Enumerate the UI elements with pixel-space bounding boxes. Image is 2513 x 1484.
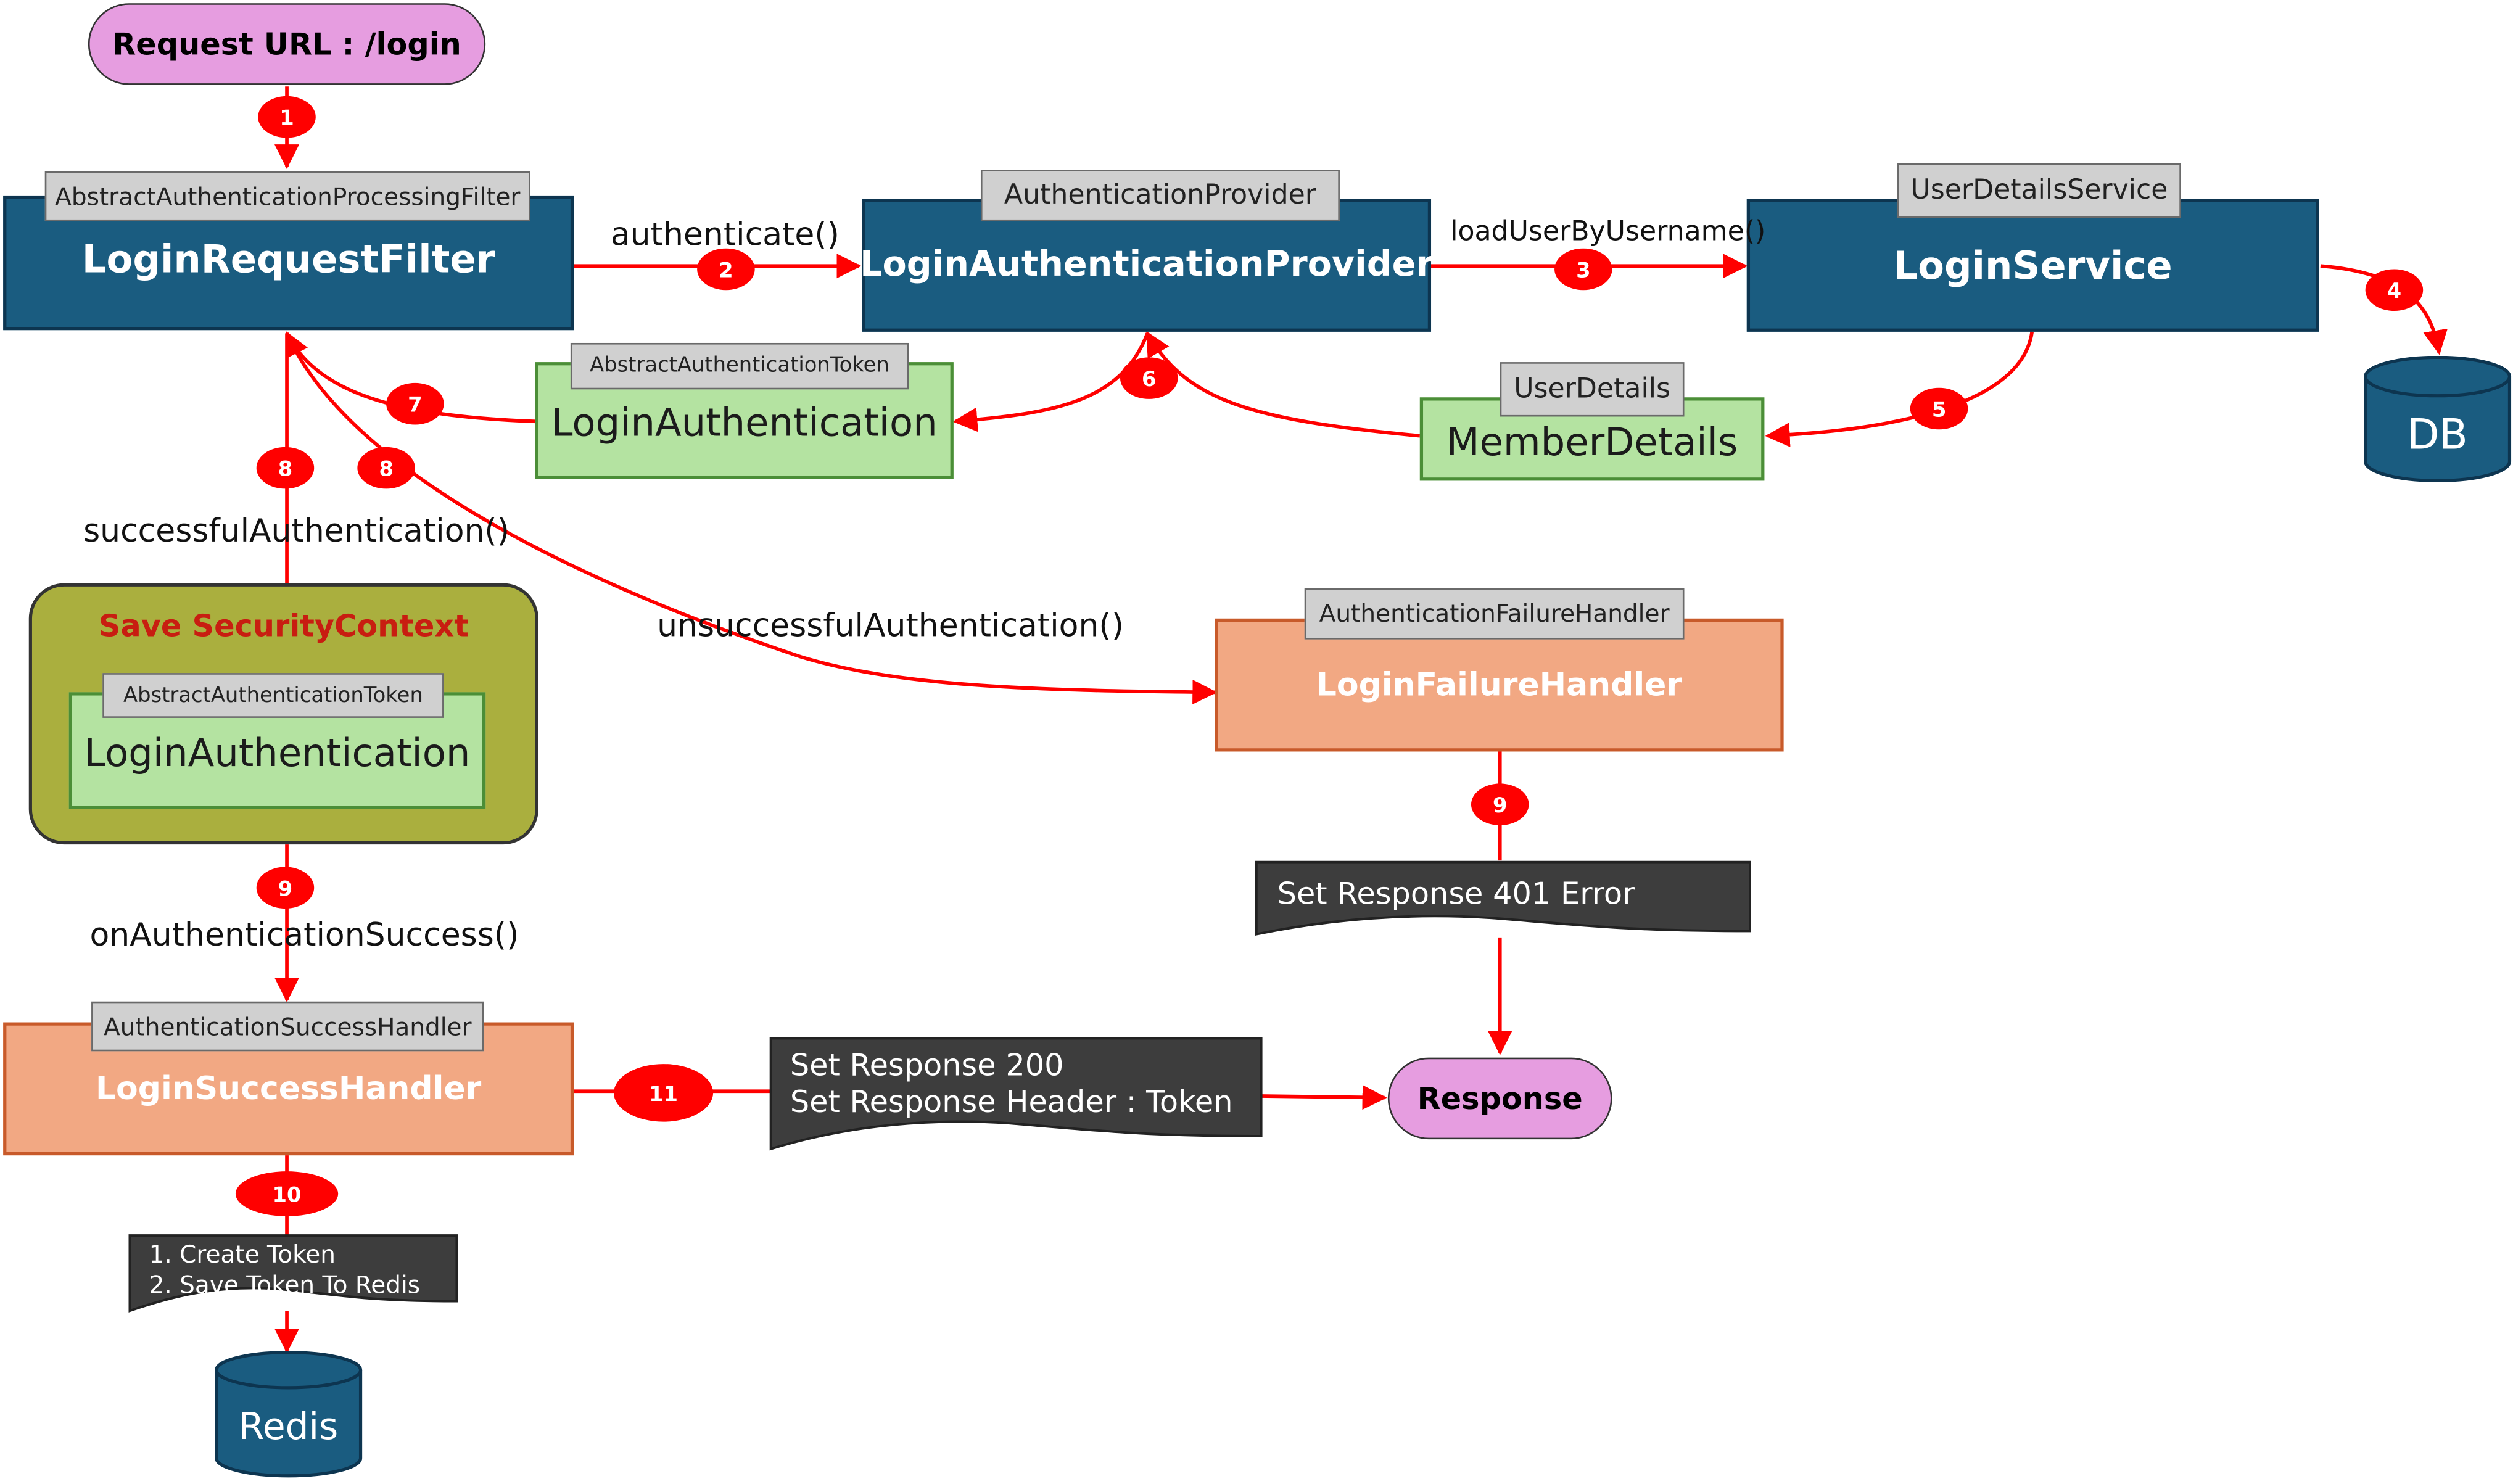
step-badge-5: 5 (1910, 387, 1968, 430)
svg-text:7: 7 (408, 393, 423, 417)
login-request-filter-tag: AbstractAuthenticationProcessingFilter (44, 171, 530, 221)
svg-text:8: 8 (278, 457, 293, 481)
member-details-label: MemberDetails (1446, 419, 1738, 465)
token-note-body (128, 1234, 458, 1313)
db-cylinder: DB (2364, 355, 2512, 482)
response-label: Response (1417, 1081, 1583, 1116)
token-note-line1: 1. Create Token (149, 1240, 336, 1269)
response-pill: Response (1387, 1057, 1612, 1140)
edge-label-authenticate: authenticate() (610, 215, 840, 254)
redis-body (215, 1370, 363, 1478)
svg-text:10: 10 (273, 1183, 302, 1207)
request-url-label: Request URL : /login (112, 26, 461, 62)
step-badge-10: 10 (235, 1171, 339, 1216)
response-200-note-line1: Set Response 200 (790, 1048, 1064, 1084)
db-body (2364, 376, 2512, 482)
step-badge-3: 3 (1554, 248, 1612, 291)
member-details-tag: UserDetails (1500, 362, 1685, 417)
login-authentication-provider-label: LoginAuthenticationProvider (860, 245, 1434, 286)
svg-text:11: 11 (649, 1082, 678, 1106)
step-badge-6: 6 (1120, 357, 1178, 399)
redis-top (215, 1351, 363, 1390)
response-200-note-line2: Set Response Header : Token (790, 1084, 1233, 1121)
login-service-tag: UserDetailsService (1897, 163, 2181, 218)
db-label: DB (2407, 410, 2467, 458)
login-authentication-token-tag: AbstractAuthenticationToken (570, 342, 909, 390)
svg-text:1: 1 (279, 106, 294, 130)
step-badge-8b: 8 (357, 447, 415, 489)
svg-text:8: 8 (379, 457, 394, 481)
svg-text:9: 9 (1493, 793, 1508, 817)
edge-label-on-auth-success: onAuthenticationSuccess() (89, 915, 519, 954)
login-failure-handler-tag: AuthenticationFailureHandler (1304, 588, 1685, 640)
request-url-pill: Request URL : /login (88, 3, 486, 85)
arrow-login-authentication-to-filter (285, 331, 535, 424)
error-401-note-body (1255, 860, 1751, 936)
step-badge-9a: 9 (256, 867, 315, 909)
login-service-label: LoginService (1893, 242, 2173, 288)
login-authentication-provider-tag: AuthenticationProvider (980, 170, 1340, 221)
step-badge-9b: 9 (1471, 783, 1529, 825)
svg-text:2: 2 (719, 258, 733, 282)
arrow-member-details-to-provider (1145, 331, 1421, 438)
svg-text:5: 5 (1932, 397, 1947, 421)
error-401-note-shape (1255, 860, 1751, 936)
login-authentication-token-label: LoginAuthentication (551, 400, 938, 445)
login-success-handler-label: LoginSuccessHandler (95, 1068, 482, 1107)
security-context-login-authentication-label: LoginAuthentication (84, 730, 471, 775)
arrow-note-to-response (1261, 1085, 1387, 1110)
security-context-title: Save SecurityContext (98, 609, 469, 645)
login-success-handler-tag: AuthenticationSuccessHandler (91, 1001, 484, 1052)
login-request-filter-label: LoginRequestFilter (81, 237, 495, 282)
svg-text:9: 9 (278, 876, 293, 901)
response-200-note-shape (769, 1037, 1263, 1151)
svg-text:6: 6 (1142, 367, 1157, 391)
security-context-token-tag: AbstractAuthenticationToken (102, 673, 444, 718)
edge-label-unsuccessful-auth: unsuccessfulAuthentication() (657, 606, 1124, 645)
redis-label: Redis (239, 1406, 338, 1448)
svg-text:4: 4 (2387, 279, 2402, 303)
step-badge-1: 1 (258, 96, 316, 138)
login-failure-handler-label: LoginFailureHandler (1316, 664, 1683, 703)
edge-label-load-user: loadUserByUsername() (1450, 216, 1766, 249)
error-401-note-text: Set Response 401 Error (1277, 876, 1635, 912)
token-note-shape (128, 1234, 458, 1313)
step-badge-4: 4 (2365, 269, 2424, 311)
svg-text:3: 3 (1576, 258, 1591, 282)
token-note-line2: 2. Save Token To Redis (149, 1271, 421, 1300)
login-service: LoginService (1746, 199, 2319, 332)
response-200-note-body (769, 1037, 1263, 1151)
step-badge-7: 7 (386, 382, 444, 425)
redis-cylinder: Redis (215, 1351, 363, 1478)
step-badge-8a: 8 (256, 447, 315, 489)
arrow-provider-to-login-authentication (952, 332, 1149, 432)
step-badge-11: 11 (614, 1064, 714, 1122)
db-top (2364, 355, 2512, 398)
step-badge-2: 2 (697, 248, 755, 291)
edge-label-successful-auth: successfulAuthentication() (83, 511, 510, 550)
